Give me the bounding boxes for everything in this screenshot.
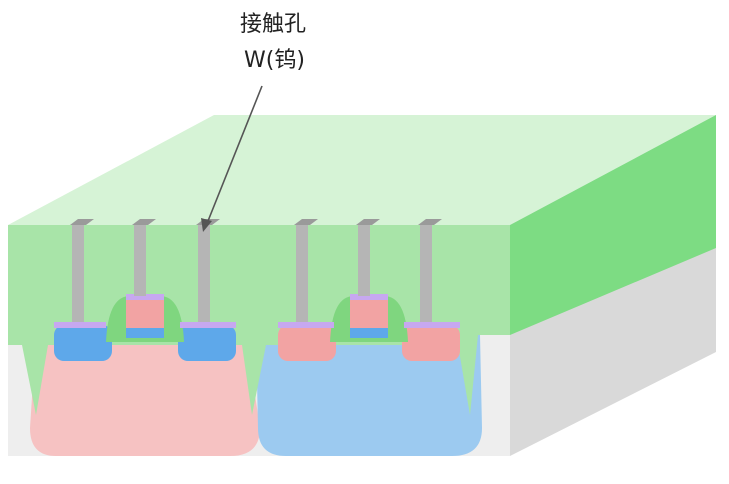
contact-plug bbox=[358, 224, 370, 296]
nmos-drain-silicide bbox=[180, 322, 236, 328]
pmos-gate-silicide bbox=[350, 294, 388, 300]
nmos-gate-oxide bbox=[126, 328, 164, 338]
nmos-drain-n-plus bbox=[178, 325, 236, 361]
pmos-drain-p-plus bbox=[402, 325, 460, 361]
contact-plug-top bbox=[356, 219, 380, 225]
nmos-gate-silicide bbox=[126, 294, 164, 300]
pmos-source-silicide bbox=[278, 322, 334, 328]
contact-plug bbox=[134, 224, 146, 296]
contact-plug-top bbox=[294, 219, 318, 225]
arrow-pointer-icon bbox=[201, 218, 212, 232]
oxide-front-face bbox=[8, 225, 510, 415]
pmos-gate-oxide bbox=[350, 328, 388, 338]
p-well-region bbox=[30, 335, 260, 456]
contact-plug bbox=[420, 224, 432, 322]
annotation-label-contact-hole: 接触孔 bbox=[240, 12, 307, 37]
nmos-source-silicide bbox=[54, 322, 106, 328]
annotation-label-tungsten: W(钨) bbox=[244, 48, 305, 73]
tungsten-contact-plugs bbox=[72, 224, 432, 322]
nmos-gate-poly bbox=[126, 299, 164, 328]
contact-plug-top bbox=[418, 219, 442, 225]
pmos-gate-poly bbox=[350, 299, 388, 328]
contact-plug-top bbox=[132, 219, 156, 225]
nmos-source-n-plus bbox=[54, 325, 112, 361]
contact-plug-top bbox=[70, 219, 94, 225]
contact-plug bbox=[72, 224, 84, 322]
annotation-arrow-line bbox=[205, 85, 263, 227]
contact-plug-tops bbox=[70, 219, 442, 225]
oxide-side-face bbox=[510, 115, 716, 335]
n-well-region bbox=[256, 335, 482, 456]
oxide-top-face bbox=[8, 115, 716, 225]
contact-plug bbox=[198, 224, 210, 322]
pmos-source-p-plus bbox=[278, 325, 336, 361]
pmos-drain-silicide bbox=[404, 322, 460, 328]
contact-plug bbox=[296, 224, 308, 322]
